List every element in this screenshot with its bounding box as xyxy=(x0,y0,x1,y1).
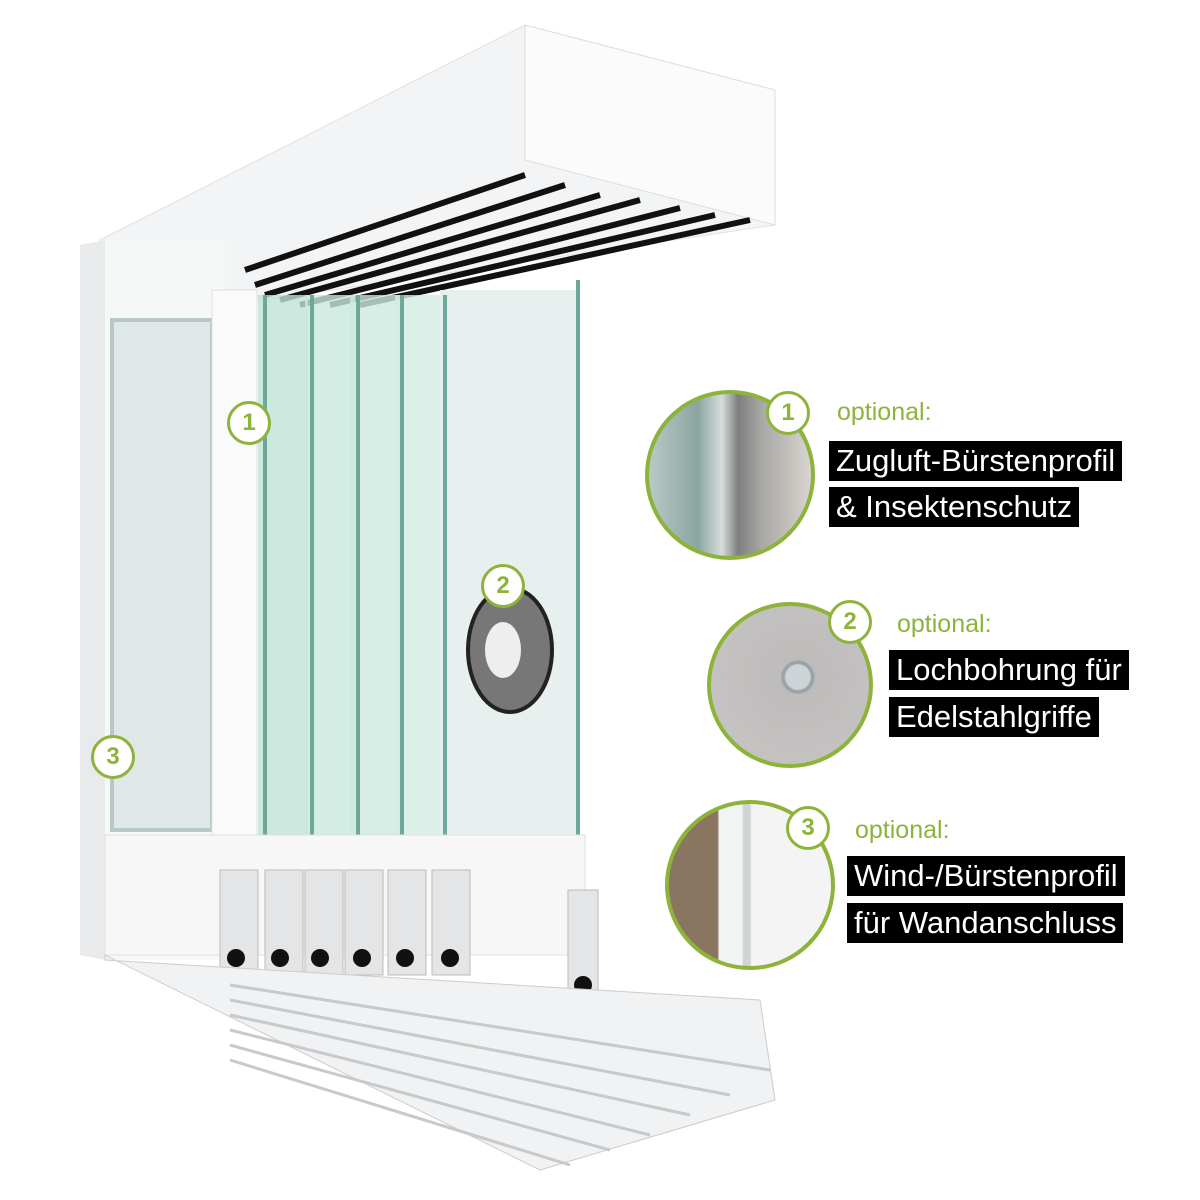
glass-panels xyxy=(258,280,580,890)
callout-2-badge: 2 xyxy=(828,600,872,644)
callout-3-label: optional: xyxy=(855,816,950,844)
carrier-holes xyxy=(227,949,592,994)
left-frame xyxy=(80,240,105,960)
marker-1: 1 xyxy=(227,401,271,445)
callout-1-line-1: Zugluft-Bürstenprofil xyxy=(829,441,1123,481)
handle-hole xyxy=(466,586,554,714)
callout-1-line-2: & Insektenschutz xyxy=(829,487,1080,527)
callout-2-line-1: Lochbohrung für xyxy=(889,650,1129,690)
pane-post xyxy=(211,289,258,861)
callout-3-line-2: für Wandanschluss xyxy=(847,903,1124,943)
callout-2-label: optional: xyxy=(897,610,992,638)
callout-2-line-2: Edelstahlgriffe xyxy=(889,697,1099,737)
callout-1-badge: 1 xyxy=(766,391,810,435)
bottom-track-rails xyxy=(229,983,771,1167)
bottom-track xyxy=(104,954,776,1171)
callout-3-badge: 3 xyxy=(786,806,830,850)
marker-2: 2 xyxy=(481,564,525,608)
top-rail-tracks xyxy=(244,172,751,308)
callout-1-label: optional: xyxy=(837,398,932,426)
callout-3-line-1: Wind-/Bürstenprofil xyxy=(847,856,1125,896)
marker-3: 3 xyxy=(91,735,135,779)
top-rail-front xyxy=(524,24,776,226)
